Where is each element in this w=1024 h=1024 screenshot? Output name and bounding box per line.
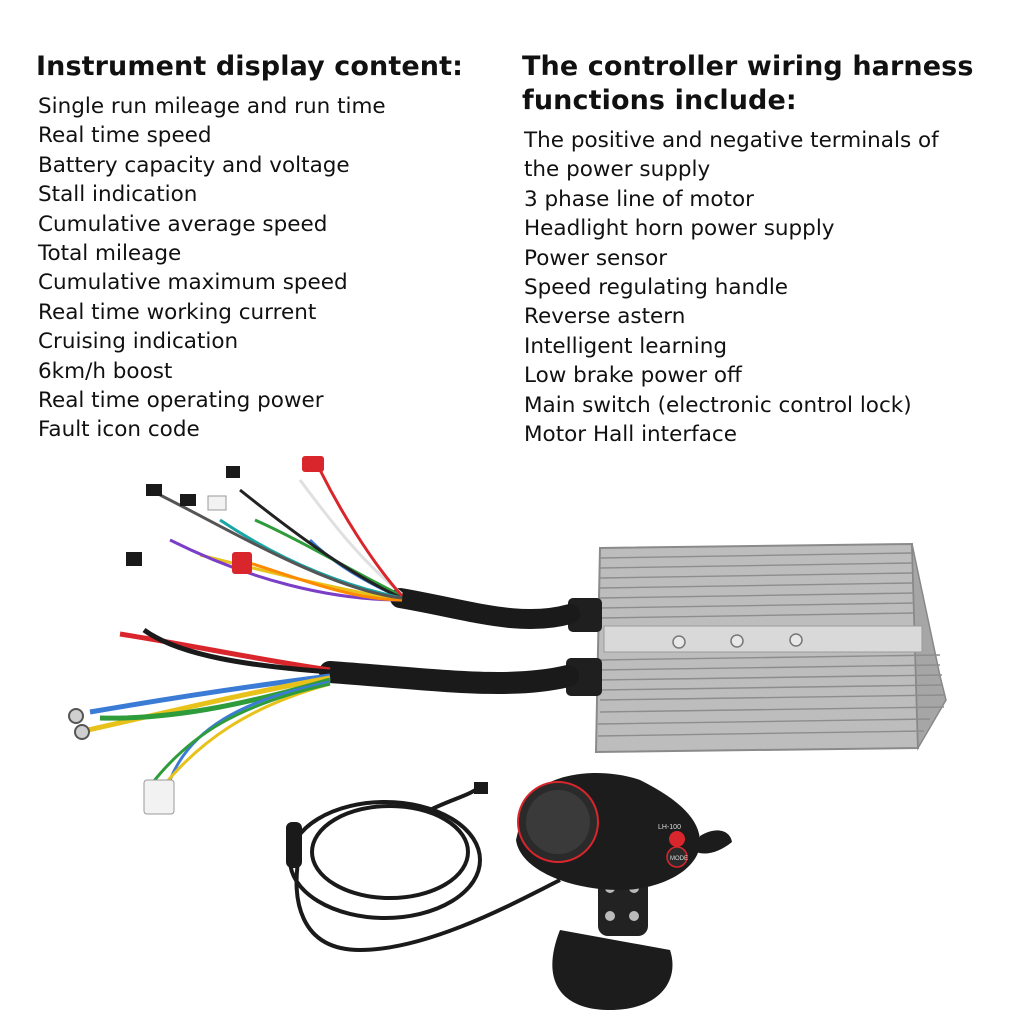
list-item: Reverse astern <box>524 304 686 330</box>
connector-plug <box>207 495 227 511</box>
wiring-harness-heading: The controller wiring harness functions … <box>522 50 1002 118</box>
product-photo: LH-100 MODE <box>68 456 947 1010</box>
instrument-display-heading: Instrument display content: <box>36 51 464 82</box>
mode-label: MODE <box>670 856 688 862</box>
list-item: Single run mileage and run time <box>38 94 386 119</box>
wiring-harness-heading-line2: functions include: <box>522 85 797 116</box>
list-item: Cruising indication <box>38 329 239 355</box>
hall-connector <box>143 779 175 815</box>
connector-plug <box>226 466 240 478</box>
connector-plug <box>126 552 142 566</box>
list-item: Cumulative average speed <box>38 211 328 237</box>
connector-plug <box>146 484 162 496</box>
list-item: Total mileage <box>38 241 182 267</box>
controller-housing <box>566 542 947 754</box>
wiring-harness-heading-line1: The controller wiring harness <box>522 51 974 82</box>
instrument-display-list: Single run mileage and run time Real tim… <box>36 92 506 445</box>
list-item: Cumulative maximum speed <box>38 270 348 296</box>
list-item: Headlight horn power supply <box>524 216 835 242</box>
list-item: Real time speed <box>38 123 212 149</box>
cable-joint <box>286 822 302 868</box>
connector-plug <box>180 494 196 506</box>
list-item: Stall indication <box>38 182 198 208</box>
lower-cable-bundle <box>87 627 579 791</box>
display-unit: LH-100 MODE <box>516 772 732 1010</box>
list-item: Low brake power off <box>524 363 742 389</box>
red-connector <box>302 456 324 472</box>
instrument-display-section: Instrument display content: Single run m… <box>36 50 506 445</box>
list-item: 3 phase line of motor <box>524 186 754 212</box>
list-item: Real time working current <box>38 299 317 325</box>
list-item: Real time operating power <box>38 388 324 414</box>
ring-terminal <box>68 708 84 724</box>
list-item: Battery capacity and voltage <box>38 152 350 178</box>
connector-plug <box>474 782 488 794</box>
wiring-harness-section: The controller wiring harness functions … <box>522 50 1002 449</box>
list-item: The positive and negative terminals of t… <box>524 128 939 183</box>
list-item: Main switch (electronic control lock) <box>524 392 912 418</box>
list-item: Speed regulating handle <box>524 275 789 301</box>
red-connector <box>232 552 252 574</box>
list-item: Power sensor <box>524 245 668 271</box>
list-item: Fault icon code <box>38 417 200 443</box>
model-label: LH-100 <box>658 824 681 831</box>
list-item: Motor Hall interface <box>524 422 737 448</box>
list-item: Intelligent learning <box>524 333 728 359</box>
ring-terminal <box>74 724 90 740</box>
upper-cable-bundle <box>159 469 580 630</box>
wiring-harness-list: The positive and negative terminals of t… <box>522 126 1002 449</box>
list-item: 6km/h boost <box>38 358 173 384</box>
